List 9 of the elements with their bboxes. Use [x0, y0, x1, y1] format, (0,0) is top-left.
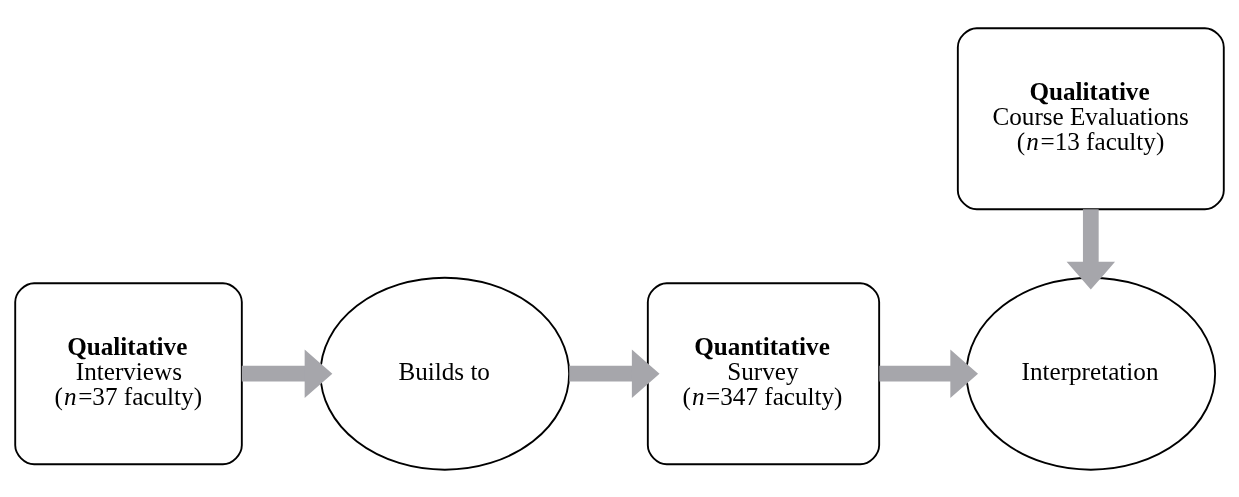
- node-ellipse: Builds to: [319, 276, 571, 471]
- arrow: [569, 348, 660, 398]
- arrow: [1066, 208, 1116, 290]
- arrow: [879, 348, 979, 398]
- node-box: Quantitative Survey (n=347 faculty): [646, 281, 881, 465]
- node-box: Qualitative Course Evaluations (n=13 faculty): [956, 26, 1225, 210]
- arrow: [241, 348, 333, 398]
- node-box: Qualitative Interviews (n=37 faculty): [14, 281, 243, 465]
- node-ellipse: Interpretation: [965, 276, 1217, 471]
